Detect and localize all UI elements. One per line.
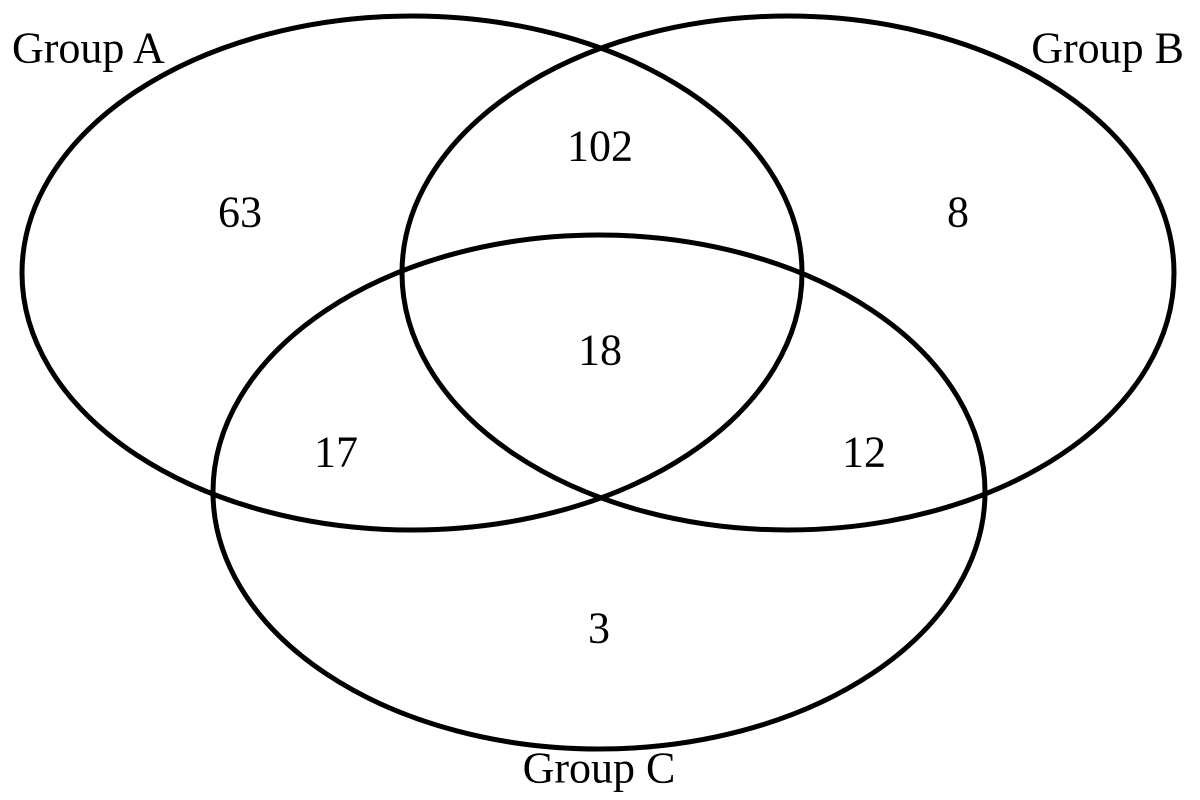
region-ac-count: 17 [314,428,358,477]
set-c-label: Group C [523,744,676,793]
region-ab-count: 102 [567,122,633,171]
region-a-only-count: 63 [218,188,262,237]
region-b-only-count: 8 [947,188,969,237]
region-c-only-count: 3 [588,604,610,653]
region-abc-count: 18 [578,326,622,375]
region-bc-count: 12 [842,428,886,477]
set-a-label: Group A [12,24,165,73]
set-b-label: Group B [1031,24,1184,73]
set-c-circle [210,232,988,752]
